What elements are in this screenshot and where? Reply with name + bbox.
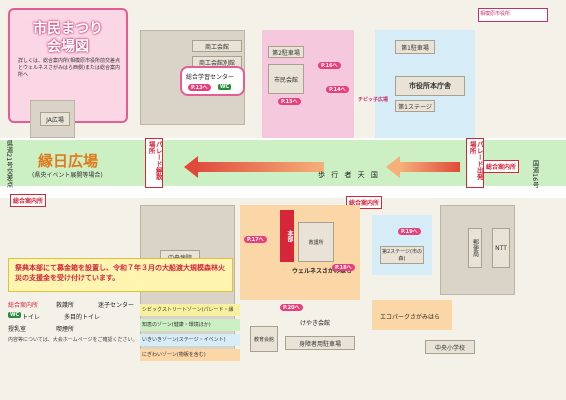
toilet-icon: WC [218,84,232,90]
parade-start-tag: パレード出発場所 [466,138,485,188]
arrow-left-icon-2 [386,156,400,178]
page-ref-15[interactable]: P.15へ [278,98,301,105]
legend-item-firstaid: 救護所 [56,302,75,309]
building-stage2: 第2ステージ(市の森) [380,246,424,264]
wellness-label: ウェルネスさがみはら [292,268,353,275]
fair-plaza: 縁日広場 (県央イベント展開等場合) [12,150,132,182]
legend-item-toilet: トイレ [22,314,41,321]
building-parking: 身障者用駐車場 [285,336,355,350]
info-office-tag-right: 総合案内所 [483,160,520,173]
street-label: 歩 行 者 天 国 [318,171,380,179]
building-shoko: 商工会館 [192,40,242,52]
legend: 総合案内所 救護所 迷子センター WC トイレ 多目的トイレ 授乳室 喫煙所 内… [8,300,138,346]
kids-plaza-label: チビッ子広場 [358,97,389,103]
page-ref-17[interactable]: P.17へ [244,236,267,243]
road-left-label: 県道21号交差点 [5,140,13,188]
fair-plaza-sub: (県央イベント展開等場合) [32,172,103,179]
eco-park-label: エコパークさがみはら [380,314,441,321]
title-desc: 詳しくは、総合案内所(相模原市役所前交差点とウェルネスさがみはら西側)または総合… [18,58,120,78]
keyaki-label: けやき会館 [300,320,331,327]
building-yubin: 郵便局 [468,228,482,268]
parade-arrow-right [400,162,460,172]
page-ref-13[interactable]: P.13へ [188,84,211,91]
sogo-center-box: 総合学習センター P.13へ WC [180,66,245,96]
notice-text: 祭典本部にて募金箱を設置し、令和７年３月の大船渡大規模森林火災の支援金を受け付け… [15,264,225,283]
page-ref-14[interactable]: P.14へ [326,86,349,93]
zone-legend-green: 知恵のゾーン(健康・環境ほか) [140,319,240,331]
zone-orange-eco [372,300,452,330]
legend-item-multi-toilet: 多目的トイレ [64,314,101,321]
footnote: 内容等については、大会ホームページをご確認ください。 [8,337,138,343]
hq-label: 本部 [280,210,294,262]
building-dai1: 第1駐車場 [395,40,435,54]
zone-legend-orange: にぎわいゾーン(物販を含む) [140,349,240,361]
building-ja: JA広場 [40,112,70,126]
cityhall-sign-text: 相模原市役所 [480,11,511,17]
toilet-legend-icon: WC [8,312,22,318]
building-cityhall: 市役所本庁舎 [395,76,465,96]
title-card: 市民まつり 会場図 詳しくは、総合案内所(相模原市役所前交差点とウェルネスさがみ… [8,8,128,123]
info-office-tag-left: 総合案内所 [10,194,47,207]
building-sogo: 総合学習センター [186,74,235,81]
building-dai2: 第2駐車場 [268,46,304,58]
building-shimin-kaikan: 市民会館 [268,64,304,94]
zone-blue-stage2 [372,215,432,275]
zone-legend-yellow: シビックストリートゾーン(パレード・縁日) [140,304,240,325]
legend-item-info: 総合案内所 [8,302,39,309]
fair-plaza-name: 縁日広場 [38,152,99,170]
page-ref-16[interactable]: P.16へ [318,62,341,69]
cityhall-sign: 相模原市役所 [478,8,548,22]
parade-arrow-left [194,162,324,172]
page-ref-19[interactable]: P.19へ [398,228,421,235]
legend-item-lost: 迷子センター [98,302,135,309]
title-line1: 市民まつり [33,21,103,37]
legend-item-smoking: 喫煙所 [56,326,75,333]
zone-legend-blue: いきいきゾーン(ステージ・イベント) [140,334,240,346]
arrow-left-icon [184,156,198,178]
building-stage1: 第1ステージ [395,100,435,112]
parade-end-tag: パレード解散場所 [145,138,164,188]
road-right-label: 国道16号 [531,160,539,188]
page-ref-18[interactable]: P.18へ [332,264,355,271]
zone-legend: シビックストリートゾーン(パレード・縁日) 知恵のゾーン(健康・環境ほか) いき… [140,304,240,374]
building-kyoiku: 教育会館 [250,326,278,352]
building-ntt: NTT [492,228,510,268]
page-ref-20[interactable]: P.20へ [280,304,303,311]
notice-box: 祭典本部にて募金箱を設置し、令和７年３月の大船渡大規模森林火災の支援金を受け付け… [8,258,233,292]
legend-item-nursing: 授乳室 [8,326,27,333]
building-chuo-sho: 中央小学校 [425,340,475,354]
building-kyugo: 救護所 [298,222,334,262]
title-line2: 会場図 [47,39,89,55]
